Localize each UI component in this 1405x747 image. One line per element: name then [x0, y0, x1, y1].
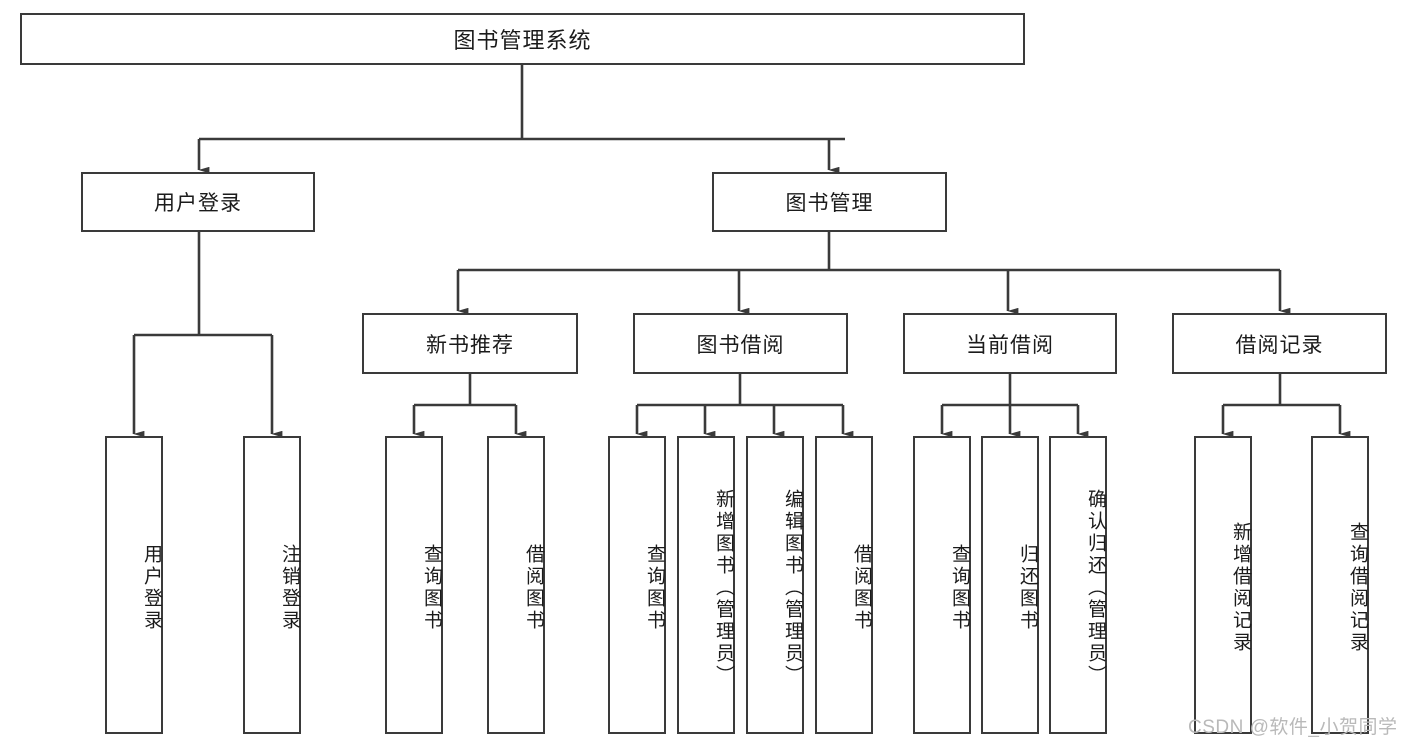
node-label: 借阅记录 [1235, 333, 1324, 357]
node-label: 注销登录 [279, 544, 300, 632]
node-label: 用户登录 [141, 544, 162, 632]
leaf-borrow-book[interactable]: 借阅图书 [815, 436, 873, 734]
leaf-confirm-return-admin[interactable]: 确认归还（管理员） [1049, 436, 1107, 734]
node-label: 查询借阅记录 [1347, 522, 1368, 654]
node-label: 新增借阅记录 [1230, 522, 1251, 654]
node-label: 图书管理系统 [453, 28, 592, 53]
node-label: 图书管理 [785, 192, 874, 215]
node-book-borrow[interactable]: 图书借阅 [633, 313, 848, 374]
node-label: 当前借阅 [966, 333, 1054, 357]
node-book-management[interactable]: 图书管理 [712, 172, 947, 232]
node-label: 查询图书 [421, 544, 442, 632]
node-label: 编辑图书（管理员） [782, 489, 803, 687]
leaf-user-login[interactable]: 用户登录 [105, 436, 163, 734]
leaf-return-book[interactable]: 归还图书 [981, 436, 1039, 734]
leaf-query-borrow-record[interactable]: 查询借阅记录 [1311, 436, 1369, 734]
leaf-add-book-admin[interactable]: 新增图书（管理员） [677, 436, 735, 734]
node-root-system[interactable]: 图书管理系统 [20, 13, 1025, 65]
node-label: 图书借阅 [696, 333, 785, 357]
leaf-borrow-book-new[interactable]: 借阅图书 [487, 436, 545, 734]
leaf-edit-book-admin[interactable]: 编辑图书（管理员） [746, 436, 804, 734]
node-label: 新书推荐 [426, 333, 514, 357]
node-label: 查询图书 [644, 544, 665, 632]
node-label: 借阅图书 [523, 544, 544, 632]
node-label: 查询图书 [949, 544, 970, 632]
leaf-query-book-current[interactable]: 查询图书 [913, 436, 971, 734]
node-borrow-record[interactable]: 借阅记录 [1172, 313, 1387, 374]
node-label: 确认归还（管理员） [1085, 489, 1106, 687]
node-user-login[interactable]: 用户登录 [81, 172, 315, 232]
leaf-add-borrow-record[interactable]: 新增借阅记录 [1194, 436, 1252, 734]
node-label: 借阅图书 [851, 544, 872, 632]
leaf-query-book-borrow[interactable]: 查询图书 [608, 436, 666, 734]
node-label: 归还图书 [1017, 544, 1038, 632]
node-label: 新增图书（管理员） [713, 489, 734, 687]
node-new-book-recommend[interactable]: 新书推荐 [362, 313, 578, 374]
node-label: 用户登录 [154, 192, 242, 215]
leaf-logout-login[interactable]: 注销登录 [243, 436, 301, 734]
node-current-borrow[interactable]: 当前借阅 [903, 313, 1117, 374]
leaf-query-book-new[interactable]: 查询图书 [385, 436, 443, 734]
